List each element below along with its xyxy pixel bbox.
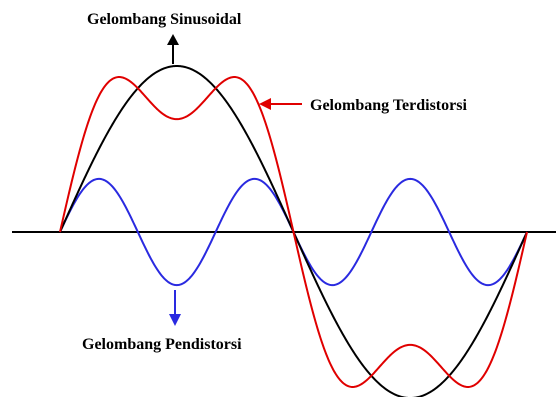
distorted-wave [59, 76, 528, 388]
sinusoidal-wave-label: Gelombang Sinusoidal [87, 11, 242, 28]
distortion-wave-label: Gelombang Pendistorsi [82, 336, 242, 353]
distorted-wave-label: Gelombang Terdistorsi [310, 97, 467, 114]
down-arrow-icon [169, 290, 181, 326]
left-arrow-icon [259, 98, 302, 110]
up-arrow-icon [167, 34, 179, 64]
